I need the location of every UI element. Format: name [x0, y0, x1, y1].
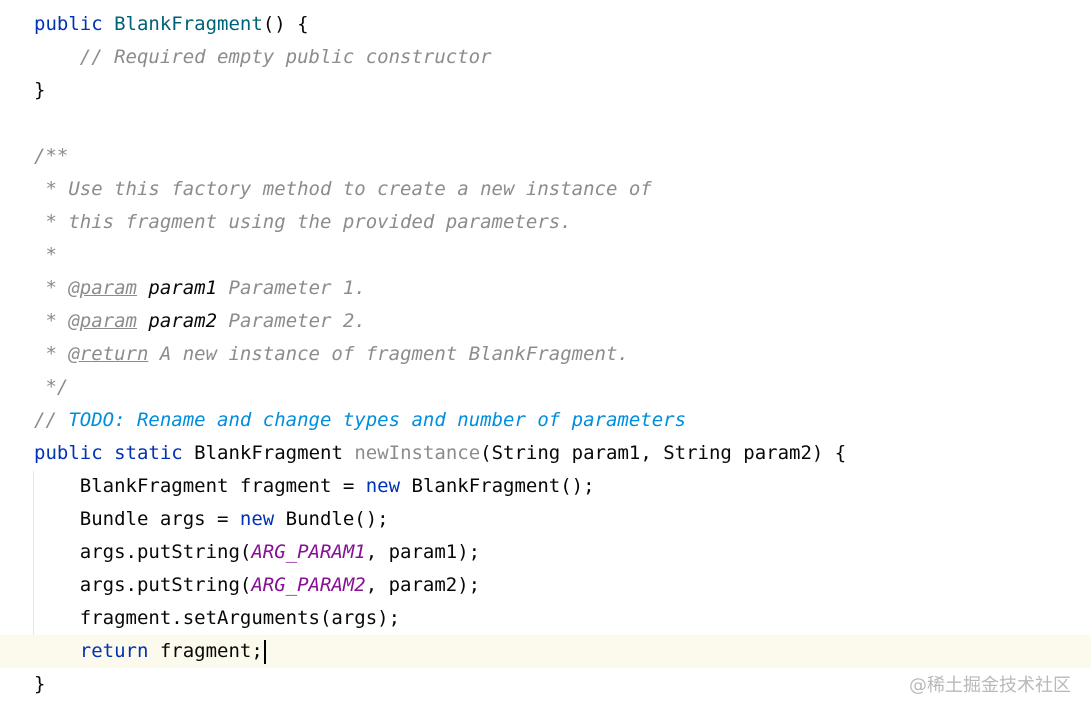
method-name[interactable]: newInstance — [354, 442, 481, 464]
closing-brace: } — [34, 79, 46, 101]
doc-return-desc: A new instance of fragment BlankFragment… — [148, 343, 629, 365]
code-line-3[interactable]: } — [0, 74, 1091, 107]
code-line-19[interactable]: fragment.setArguments(args); — [0, 602, 1091, 635]
code-line-17[interactable]: args.putString(ARG_PARAM1, param1); — [0, 536, 1091, 569]
keyword-return: return — [79, 640, 149, 662]
code-line-10[interactable]: * @param param2 Parameter 2. — [0, 305, 1091, 338]
doc-comment-text: * — [34, 244, 57, 266]
doc-comment-open: /** — [34, 145, 69, 167]
code-line-16[interactable]: Bundle args = new Bundle(); — [0, 503, 1091, 536]
keyword-new: new — [239, 508, 275, 530]
keyword-static: static — [114, 442, 183, 464]
doc-comment-text: * this fragment using the provided param… — [34, 211, 572, 233]
doc-comment-prefix: * — [34, 277, 69, 299]
doc-space — [137, 310, 148, 332]
keyword-public: public — [34, 442, 103, 464]
keyword-new: new — [365, 475, 401, 497]
doc-tag-param[interactable]: @param — [68, 310, 137, 332]
code-text: () { — [262, 13, 309, 35]
constructor-name: BlankFragment — [114, 13, 263, 35]
code-line-18[interactable]: args.putString(ARG_PARAM2, param2); — [0, 569, 1091, 602]
doc-comment-close: */ — [34, 376, 69, 398]
code-text: BlankFragment fragment = — [34, 475, 366, 497]
doc-param-desc: Parameter 1. — [217, 277, 366, 299]
code-line-21[interactable]: } — [0, 668, 1091, 701]
indent — [34, 640, 80, 662]
code-text: args.putString( — [34, 574, 252, 596]
code-text: Bundle(); — [274, 508, 389, 530]
code-text: BlankFragment(); — [400, 475, 595, 497]
indent-guide — [33, 471, 34, 667]
doc-param-desc: Parameter 2. — [217, 310, 366, 332]
code-line-1[interactable]: public BlankFragment() { — [0, 8, 1091, 41]
doc-comment-prefix: * — [34, 310, 69, 332]
doc-space — [137, 277, 148, 299]
doc-param-name: param2 — [148, 310, 218, 332]
code-line-2[interactable]: // Required empty public constructor — [0, 41, 1091, 74]
constant-arg-param2[interactable]: ARG_PARAM2 — [251, 574, 366, 596]
code-text: Bundle args = — [34, 508, 240, 530]
code-text: fragment.setArguments(args); — [34, 607, 401, 629]
code-line-4[interactable] — [0, 107, 1091, 140]
code-line-5[interactable]: /** — [0, 140, 1091, 173]
code-line-14[interactable]: public static BlankFragment newInstance(… — [0, 437, 1091, 470]
code-line-9[interactable]: * @param param1 Parameter 1. — [0, 272, 1091, 305]
code-line-6[interactable]: * Use this factory method to create a ne… — [0, 173, 1091, 206]
text-caret — [263, 639, 266, 664]
code-text: args.putString( — [34, 541, 252, 563]
constant-arg-param1[interactable]: ARG_PARAM1 — [251, 541, 366, 563]
code-line-20[interactable]: return fragment; — [0, 635, 1091, 668]
doc-param-name: param1 — [148, 277, 218, 299]
todo-comment: TODO: Rename and change types and number… — [68, 409, 687, 431]
code-line-8[interactable]: * — [0, 239, 1091, 272]
line-comment: // Required empty public constructor — [34, 46, 492, 68]
doc-comment-prefix: * — [34, 343, 69, 365]
code-line-13[interactable]: // TODO: Rename and change types and num… — [0, 404, 1091, 437]
keyword-public: public — [34, 13, 103, 35]
code-line-11[interactable]: * @return A new instance of fragment Bla… — [0, 338, 1091, 371]
closing-brace: } — [34, 673, 46, 695]
code-line-7[interactable]: * this fragment using the provided param… — [0, 206, 1091, 239]
comment-prefix: // — [34, 409, 69, 431]
doc-comment-text: * Use this factory method to create a ne… — [34, 178, 652, 200]
method-params: (String param1, String param2) { — [480, 442, 847, 464]
code-text: , param2); — [365, 574, 481, 596]
doc-tag-param[interactable]: @param — [68, 277, 137, 299]
code-text: fragment; — [148, 640, 263, 662]
code-line-12[interactable]: */ — [0, 371, 1091, 404]
code-text: , param1); — [365, 541, 481, 563]
code-line-15[interactable]: BlankFragment fragment = new BlankFragme… — [0, 470, 1091, 503]
watermark: @稀土掘金技术社区 — [909, 675, 1071, 696]
doc-tag-return[interactable]: @return — [68, 343, 149, 365]
return-type: BlankFragment — [182, 442, 355, 464]
